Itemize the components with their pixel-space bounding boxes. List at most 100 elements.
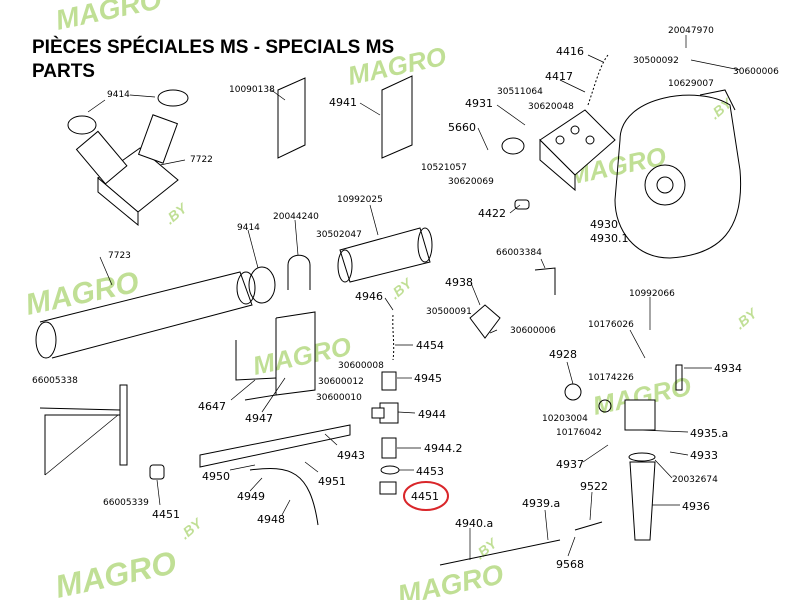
label-30502047: 30502047 bbox=[316, 230, 362, 240]
label-4937: 4937 bbox=[556, 458, 584, 471]
cable-4948-drawing bbox=[249, 468, 319, 526]
label-20044240: 20044240 bbox=[273, 212, 319, 222]
lance-4950-drawing bbox=[199, 424, 351, 468]
label-10992025: 10992025 bbox=[337, 195, 383, 205]
label-4948: 4948 bbox=[257, 513, 285, 526]
label-30620069: 30620069 bbox=[448, 177, 494, 187]
label-4934: 4934 bbox=[714, 362, 742, 375]
watermark: MAGRO bbox=[53, 0, 165, 36]
clamp-9414-drawing bbox=[248, 266, 276, 304]
label-9414-mid: 9414 bbox=[237, 223, 260, 233]
label-10521057: 10521057 bbox=[421, 163, 467, 173]
wall-bracket-drawing bbox=[39, 384, 128, 476]
title-line-2: PARTS bbox=[32, 61, 95, 82]
tank-assembly-drawing bbox=[564, 364, 683, 541]
label-20047970: 20047970 bbox=[668, 26, 714, 36]
label-4938: 4938 bbox=[445, 276, 473, 289]
label-7723: 7723 bbox=[108, 251, 131, 261]
watermark: MAGRO bbox=[23, 266, 142, 322]
label-4936: 4936 bbox=[682, 500, 710, 513]
label-30500092: 30500092 bbox=[633, 56, 679, 66]
label-10176042: 10176042 bbox=[556, 428, 602, 438]
label-66003384: 66003384 bbox=[496, 248, 542, 258]
label-4933: 4933 bbox=[690, 449, 718, 462]
label-30600008: 30600008 bbox=[338, 361, 384, 371]
label-9568: 9568 bbox=[556, 558, 584, 571]
watermark: MAGRO bbox=[250, 331, 354, 381]
part-drawings bbox=[35, 54, 742, 566]
label-30511064: 30511064 bbox=[497, 87, 543, 97]
hose-9522-drawing bbox=[574, 521, 603, 531]
clip-66003384-drawing bbox=[534, 267, 556, 295]
label-66005338: 66005338 bbox=[32, 376, 78, 386]
watermark-suffix: .BY bbox=[732, 304, 761, 332]
part-labels: 20047970 4416 30500092 10629007 30600006… bbox=[32, 26, 779, 571]
label-10992066: 10992066 bbox=[629, 289, 675, 299]
label-4928: 4928 bbox=[549, 348, 577, 361]
label-9522: 9522 bbox=[580, 480, 608, 493]
label-7722: 7722 bbox=[190, 155, 213, 165]
label-4930: 4930 bbox=[590, 218, 618, 231]
label-4422: 4422 bbox=[478, 207, 506, 220]
fan-housing-drawing bbox=[614, 89, 742, 259]
distributor-7722-drawing bbox=[67, 89, 189, 227]
label-30500091: 30500091 bbox=[426, 307, 472, 317]
label-4947: 4947 bbox=[245, 412, 273, 425]
label-10176026: 10176026 bbox=[588, 320, 634, 330]
label-4951: 4951 bbox=[318, 475, 346, 488]
watermark-suffix: .BY bbox=[162, 199, 191, 227]
label-4940a: 4940.a bbox=[455, 517, 493, 530]
label-4451-highlighted: 4451 bbox=[411, 490, 439, 503]
label-10090138: 10090138 bbox=[229, 85, 275, 95]
bracket-4938-drawing bbox=[469, 304, 501, 339]
label-4647: 4647 bbox=[198, 400, 226, 413]
leader-lines bbox=[87, 35, 741, 560]
hose-4416-drawing bbox=[587, 54, 609, 106]
label-4453: 4453 bbox=[416, 465, 444, 478]
tube-4940a-drawing bbox=[439, 539, 561, 566]
label-30620048: 30620048 bbox=[528, 102, 574, 112]
label-4946: 4946 bbox=[355, 290, 383, 303]
label-4944-2: 4944.2 bbox=[424, 442, 463, 455]
watermark-suffix: .BY bbox=[177, 514, 206, 542]
label-10203004: 10203004 bbox=[542, 414, 588, 424]
cap-4451-drawing bbox=[149, 464, 165, 480]
label-4943: 4943 bbox=[337, 449, 365, 462]
label-66005339: 66005339 bbox=[103, 498, 149, 508]
label-4930-1: 4930.1 bbox=[590, 232, 629, 245]
label-4417: 4417 bbox=[545, 70, 573, 83]
stack-drawing bbox=[371, 314, 400, 495]
label-30600010: 30600010 bbox=[316, 393, 362, 403]
label-10629007: 10629007 bbox=[668, 79, 714, 89]
highlight-ring-4451 bbox=[403, 481, 449, 511]
label-30600006-mid: 30600006 bbox=[510, 326, 556, 336]
bracket-10090138-drawing bbox=[277, 77, 306, 159]
ubolt-20044240-drawing bbox=[287, 254, 311, 290]
bracket-4941-drawing bbox=[381, 75, 413, 159]
frame-4647-drawing bbox=[235, 311, 316, 401]
watermark: MAGRO bbox=[395, 558, 507, 600]
label-4939a: 4939.a bbox=[522, 497, 560, 510]
label-4931: 4931 bbox=[465, 97, 493, 110]
label-4941: 4941 bbox=[329, 96, 357, 109]
label-4950: 4950 bbox=[202, 470, 230, 483]
pipe-7723-drawing bbox=[35, 271, 256, 359]
cap-4931-drawing bbox=[501, 137, 525, 155]
label-4945: 4945 bbox=[414, 372, 442, 385]
label-30600012: 30600012 bbox=[318, 377, 364, 387]
page-title: PIÈCES SPÉCIALES MS - SPECIALS MS PARTS bbox=[32, 36, 394, 84]
flex-hose-drawing bbox=[337, 227, 433, 283]
label-5660: 5660 bbox=[448, 121, 476, 134]
label-4935a: 4935.a bbox=[690, 427, 728, 440]
label-4949: 4949 bbox=[237, 490, 265, 503]
label-30600006-top: 30600006 bbox=[733, 67, 779, 77]
distributor-block-drawing bbox=[539, 109, 616, 192]
watermark: MAGRO bbox=[52, 544, 180, 600]
label-9414-top: 9414 bbox=[107, 90, 130, 100]
label-4944: 4944 bbox=[418, 408, 446, 421]
label-4416: 4416 bbox=[556, 45, 584, 58]
label-20032674: 20032674 bbox=[672, 475, 718, 485]
title-line-1: PIÈCES SPÉCIALES MS - SPECIALS MS bbox=[32, 37, 395, 58]
label-4454: 4454 bbox=[416, 339, 444, 352]
